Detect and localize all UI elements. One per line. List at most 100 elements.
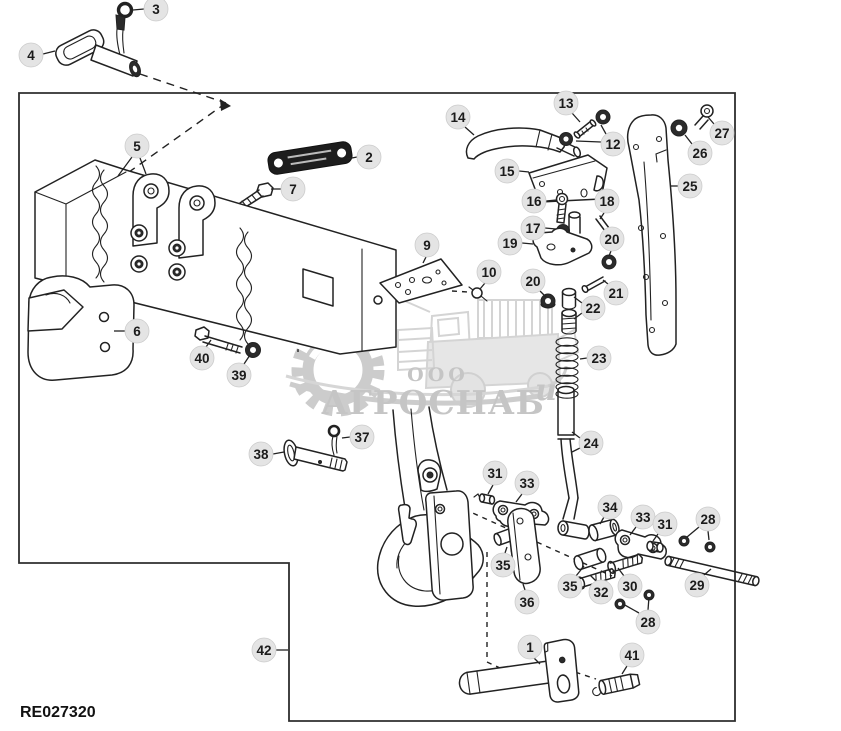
svg-text:40: 40 <box>194 351 209 366</box>
callout-20: 20 <box>520 268 547 298</box>
callout-14: 14 <box>445 104 475 136</box>
nut-20-right <box>601 254 617 270</box>
part-code: RE027320 <box>20 704 96 721</box>
callout-31: 31 <box>482 460 508 495</box>
svg-text:9: 9 <box>423 238 431 253</box>
svg-text:18: 18 <box>599 194 615 209</box>
callout-35: 35 <box>557 565 585 599</box>
bolt-40 <box>194 326 243 354</box>
hook-bracket-6 <box>27 275 135 381</box>
clevis-pin-4 <box>55 29 141 78</box>
svg-text:27: 27 <box>714 126 729 141</box>
drawbar-hook-arm <box>376 406 484 607</box>
callout-36: 36 <box>514 583 540 615</box>
callout-34: 34 <box>597 494 623 525</box>
callout-32: 32 <box>588 574 614 605</box>
callout-31: 31 <box>652 511 678 542</box>
bolt-27 <box>694 104 714 130</box>
spring-clip-10 <box>468 286 488 302</box>
bolt-30 <box>607 553 644 574</box>
callout-4: 4 <box>18 42 56 68</box>
bolt-16 <box>555 192 569 224</box>
cover-plate-9 <box>379 258 463 304</box>
callout-16: 16 <box>521 188 557 214</box>
gasket-right <box>235 227 245 341</box>
svg-text:28: 28 <box>640 615 656 630</box>
svg-text:33: 33 <box>635 510 651 525</box>
callout-10: 10 <box>476 259 502 290</box>
callout-19: 19 <box>497 230 534 256</box>
svg-text:10: 10 <box>481 265 496 280</box>
pin-18 <box>595 215 610 232</box>
pin-21 <box>581 276 606 294</box>
bolt-7 <box>239 182 274 209</box>
callout-18: 18 <box>594 188 620 220</box>
svg-text:36: 36 <box>519 595 535 610</box>
svg-text:32: 32 <box>593 585 608 600</box>
nut-20-left <box>540 293 556 309</box>
svg-text:39: 39 <box>231 368 246 383</box>
callout-30: 30 <box>617 567 643 599</box>
callout-22: 22 <box>573 295 606 321</box>
callout-39: 39 <box>226 354 252 388</box>
washer-26 <box>670 119 688 137</box>
svg-text:6: 6 <box>133 324 141 339</box>
cotter-pin-37 <box>327 424 341 456</box>
svg-text:31: 31 <box>487 466 503 481</box>
svg-text:15: 15 <box>499 164 515 179</box>
link-plate-36 <box>507 507 541 585</box>
svg-text:34: 34 <box>602 500 618 515</box>
svg-text:35: 35 <box>495 558 511 573</box>
svg-text:2: 2 <box>365 150 373 165</box>
callout-33: 33 <box>514 470 540 503</box>
pin-31-right <box>646 540 664 553</box>
svg-text:38: 38 <box>253 447 269 462</box>
svg-text:21: 21 <box>608 286 624 301</box>
side-bracket-25 <box>626 114 677 356</box>
watermark: ООО АГРОСНАБ и <box>285 297 580 422</box>
drawbar-support-assembly <box>34 159 397 355</box>
watermark-company: АГРОСНАБ <box>321 383 545 422</box>
callout-33: 33 <box>629 504 656 536</box>
callout-17: 17 <box>520 215 557 241</box>
svg-text:37: 37 <box>354 430 369 445</box>
callout-29: 29 <box>684 568 712 598</box>
callout-13: 13 <box>553 90 581 123</box>
callout-3: 3 <box>132 0 169 22</box>
lift-rod-24 <box>557 385 590 540</box>
callout-6: 6 <box>114 318 150 344</box>
roller-pins-22 <box>561 287 577 335</box>
install-arrow <box>220 99 231 111</box>
watermark-harvester-icon <box>397 297 580 408</box>
detail-border-box <box>18 92 736 722</box>
svg-text:29: 29 <box>689 578 704 593</box>
svg-text:22: 22 <box>585 301 600 316</box>
callout-24: 24 <box>571 430 604 456</box>
svg-text:17: 17 <box>525 221 540 236</box>
nut-12-lower <box>559 132 573 146</box>
gasket-left <box>91 165 101 279</box>
svg-text:13: 13 <box>558 96 574 111</box>
svg-text:30: 30 <box>622 579 637 594</box>
svg-text:14: 14 <box>450 110 466 125</box>
washer-39 <box>245 342 261 358</box>
svg-text:1: 1 <box>526 640 534 655</box>
svg-text:16: 16 <box>526 194 542 209</box>
svg-text:33: 33 <box>519 476 535 491</box>
svg-text:31: 31 <box>657 517 673 532</box>
callout-25: 25 <box>670 173 703 199</box>
nuts-28 <box>614 535 716 610</box>
callout-1: 1 <box>517 634 543 665</box>
callout-12: 12 <box>575 124 626 157</box>
callout-23: 23 <box>579 345 612 371</box>
svg-text:7: 7 <box>289 182 297 197</box>
pivot-pin-1 <box>458 638 580 703</box>
callout-35: 35 <box>490 546 516 578</box>
watermark-prefix: ООО <box>407 364 469 386</box>
pin-13 <box>573 119 597 139</box>
svg-text:41: 41 <box>624 648 640 663</box>
svg-text:4: 4 <box>27 48 35 63</box>
lynch-pin-3 <box>115 1 134 56</box>
svg-text:23: 23 <box>591 351 607 366</box>
retainer-pin-41 <box>592 673 641 697</box>
